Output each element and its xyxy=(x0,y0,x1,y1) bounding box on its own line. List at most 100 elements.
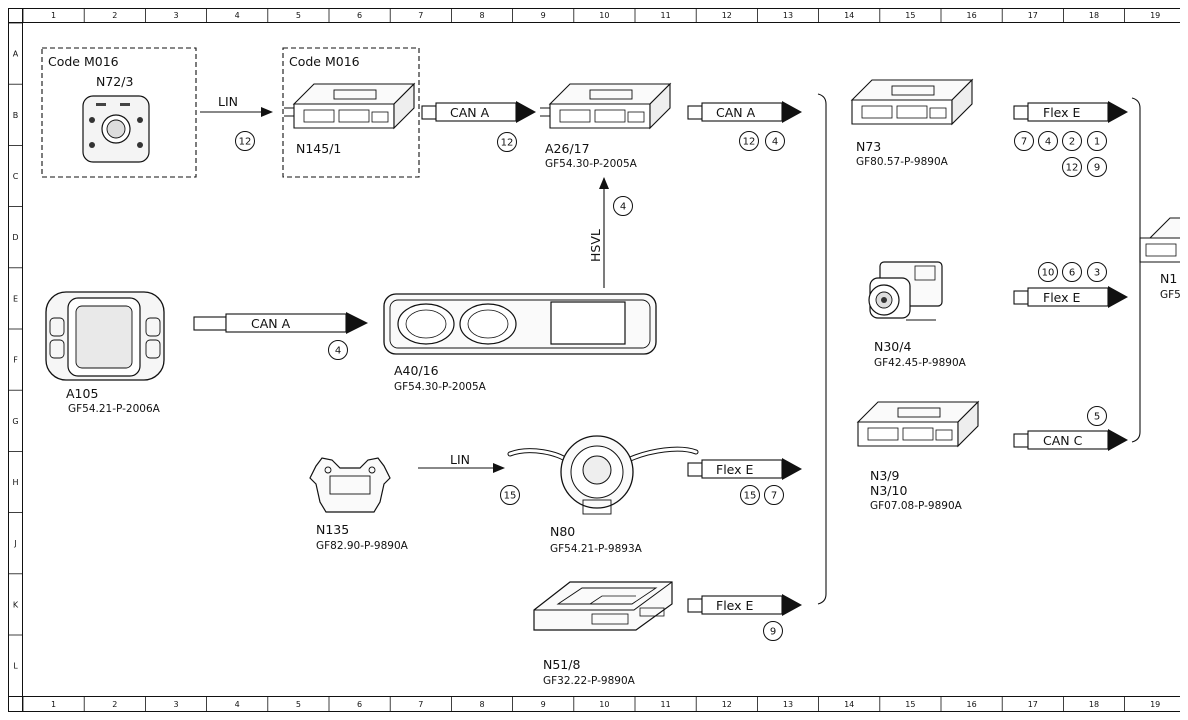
grid-row-label: H xyxy=(12,478,18,487)
bus-connector: CAN A xyxy=(687,101,802,123)
reference-number: 7 xyxy=(1021,137,1027,148)
grid-column-label: 6 xyxy=(357,11,362,20)
grid-column-label: 6 xyxy=(357,700,362,709)
component-name: N145/1 xyxy=(296,141,341,156)
grid-column-label: 16 xyxy=(967,11,977,20)
grid-column-label: 2 xyxy=(112,700,117,709)
reference-marker: 12 xyxy=(739,131,759,151)
component-code: GF07.08-P-9890A xyxy=(870,500,963,512)
grid-row-label: B xyxy=(13,111,19,120)
suspension-control-unit-icon xyxy=(533,581,673,631)
steering-switch-icon xyxy=(507,435,699,515)
bus-bracket-right xyxy=(1131,97,1141,443)
component-name: A26/17 xyxy=(545,141,590,156)
lin-connection-bottom: LIN xyxy=(418,452,505,473)
grid-column-label: 5 xyxy=(296,11,301,20)
reference-marker: 15 xyxy=(500,485,520,505)
component-code: GF82.90-P-9890A xyxy=(316,540,409,552)
reference-number: 2 xyxy=(1069,137,1075,148)
reference-marker: 5 xyxy=(1087,406,1107,426)
component-name: A40/16 xyxy=(394,363,439,378)
control-unit-icon xyxy=(856,400,980,448)
control-unit-icon xyxy=(284,82,416,130)
component-code: GF5 xyxy=(1160,289,1181,301)
grid-column-label: 9 xyxy=(541,11,546,20)
reference-marker: 10 xyxy=(1038,262,1058,282)
grid-column-label: 10 xyxy=(599,700,609,709)
grid-column-label: 3 xyxy=(173,700,178,709)
group-title: Code M016 xyxy=(289,54,360,69)
reference-number: 4 xyxy=(772,137,778,148)
reference-marker: 9 xyxy=(1087,157,1107,177)
reference-number: 4 xyxy=(1045,137,1051,148)
grid-column-label: 12 xyxy=(722,700,732,709)
component-code: GF32.22-P-9890A xyxy=(543,675,636,687)
grid-row-label: D xyxy=(12,233,18,242)
component-name: N135 xyxy=(316,522,349,537)
grid-column-label: 5 xyxy=(296,700,301,709)
hsvl-label: HSVL xyxy=(588,229,603,262)
grid-row-label: C xyxy=(13,172,19,181)
component-code: GF80.57-P-9890A xyxy=(856,156,949,168)
component-name: N30/4 xyxy=(874,339,911,354)
reference-marker: 1 xyxy=(1087,131,1107,151)
grid-column-label: 16 xyxy=(967,700,977,709)
component-code: GF54.30-P-2005A xyxy=(394,381,487,393)
reference-marker: 15 xyxy=(740,485,760,505)
bus-connector: Flex E xyxy=(1013,286,1128,308)
component-code: GF42.45-P-9890A xyxy=(874,357,967,369)
reference-number: 12 xyxy=(239,137,252,148)
reference-number: 9 xyxy=(1094,163,1100,174)
bus-connector: CAN A xyxy=(421,101,536,123)
grid-row-label: A xyxy=(13,50,19,59)
switch-panel-icon xyxy=(82,95,150,163)
bus-label: Flex E xyxy=(1043,105,1081,120)
reference-number: 15 xyxy=(744,491,757,502)
grid-column-label: 17 xyxy=(1028,11,1038,20)
grid-column-label: 8 xyxy=(479,700,484,709)
grid-column-labels: 1122334455667788991010111112121313141415… xyxy=(22,9,1160,711)
control-unit-icon xyxy=(850,78,974,126)
bus-label: Flex E xyxy=(716,598,754,613)
bus-label: CAN A xyxy=(716,105,756,120)
grid-column-label: 11 xyxy=(661,700,671,709)
bus-connector: Flex E xyxy=(1013,101,1128,123)
grid-column-label: 14 xyxy=(844,11,854,20)
reference-marker: 4 xyxy=(613,196,633,216)
grid-column-label: 13 xyxy=(783,11,793,20)
lin-label: LIN xyxy=(218,94,238,109)
grid-column-label: 12 xyxy=(722,11,732,20)
reference-number: 12 xyxy=(1066,163,1079,174)
reference-marker: 9 xyxy=(763,621,783,641)
edge-mask xyxy=(1180,0,1188,720)
touchpad-icon xyxy=(45,291,165,381)
reference-marker: 2 xyxy=(1062,131,1082,151)
component-code: GF54.21-P-2006A xyxy=(68,403,161,415)
reference-number: 12 xyxy=(501,138,514,149)
reference-marker: 4 xyxy=(328,340,348,360)
grid-row-label: K xyxy=(13,600,19,609)
grid-column-label: 1 xyxy=(51,11,56,20)
grid-row-label: F xyxy=(13,356,18,365)
grid-column-label: 10 xyxy=(599,11,609,20)
reference-number: 1 xyxy=(1094,137,1100,148)
grid-column-label: 3 xyxy=(173,11,178,20)
component-name: N51/8 xyxy=(543,657,580,672)
grid-row-label: G xyxy=(12,417,18,426)
reference-marker: 6 xyxy=(1062,262,1082,282)
reference-marker: 7 xyxy=(1014,131,1034,151)
component-name: N72/3 xyxy=(96,74,133,89)
grid-row-label: L xyxy=(13,662,18,671)
grid-column-label: 8 xyxy=(479,11,484,20)
group-title: Code M016 xyxy=(48,54,119,69)
component-name: A105 xyxy=(66,386,98,401)
lin-connection-top: LIN xyxy=(200,94,273,117)
edge-mask xyxy=(1180,270,1188,310)
hydraulic-unit-icon xyxy=(868,261,943,321)
reference-marker: 3 xyxy=(1087,262,1107,282)
grid-row-label: E xyxy=(13,294,18,303)
reference-marker: 12 xyxy=(497,132,517,152)
grid-column-label: 9 xyxy=(541,700,546,709)
grid-column-label: 4 xyxy=(235,11,240,20)
